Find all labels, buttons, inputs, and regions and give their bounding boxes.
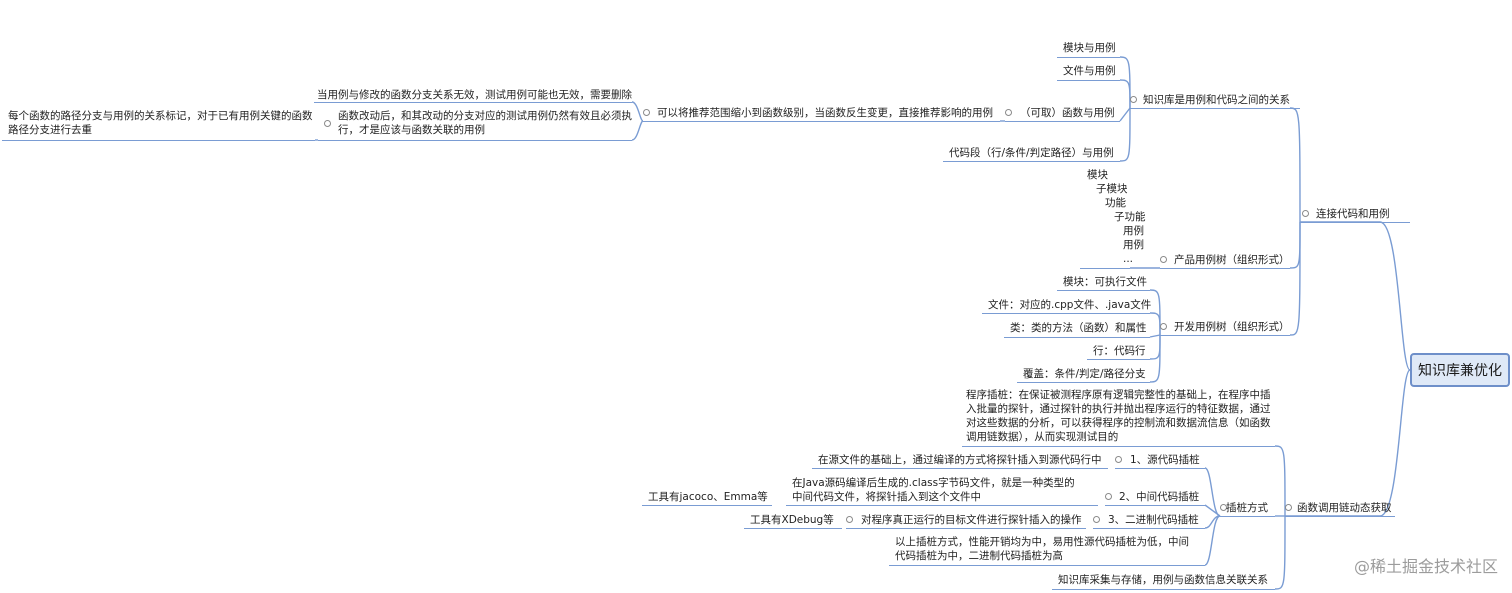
topic-underline — [1115, 468, 1205, 469]
topic-source-desc[interactable]: 在源文件的基础上，通过编译的方式将探针插入到源代码行中 — [818, 454, 1102, 466]
topic-source-instrumentation[interactable]: 1、源代码插桩 — [1130, 454, 1200, 466]
topic-underline — [1057, 80, 1120, 81]
topic-instrumentation-summary[interactable]: 以上插桩方式，性能开销均为中，易用性源代码插桩为低，中间代码插桩为中，二进制代码… — [895, 536, 1189, 562]
collapse-dot[interactable] — [1093, 516, 1100, 523]
topic-underline — [1105, 505, 1205, 506]
topic-underline — [846, 528, 1086, 529]
product-tree-line: 子功能 — [1114, 211, 1146, 223]
product-tree-line: 用例 — [1123, 225, 1144, 237]
topic-file-case[interactable]: 文件与用例 — [1063, 65, 1116, 77]
topic-underline — [2, 140, 315, 141]
topic-binary-instrumentation[interactable]: 3、二进制代码插桩 — [1108, 514, 1199, 526]
topic-code-segment-case[interactable]: 代码段（行/条件/判定路径）与用例 — [949, 147, 1114, 159]
collapse-dot[interactable] — [1160, 323, 1167, 330]
collapse-dot[interactable] — [1005, 109, 1012, 116]
product-tree-line: ... — [1123, 253, 1134, 265]
topic-dev-file[interactable]: 文件：对应的.cpp文件、.java文件 — [988, 299, 1152, 311]
topic-underline — [943, 161, 1120, 162]
collapse-dot[interactable] — [324, 120, 331, 127]
topic-intermediate-instrumentation[interactable]: 2、中间代码插桩 — [1119, 491, 1200, 503]
topic-underline — [1285, 516, 1395, 517]
collapse-dot[interactable] — [643, 109, 650, 116]
topic-instrumentation-methods[interactable]: 插桩方式 — [1226, 502, 1268, 514]
topic-kb-relation[interactable]: 知识库是用例和代码之间的关系 — [1143, 94, 1290, 106]
topic-underline — [1160, 335, 1290, 336]
collapse-dot[interactable] — [1302, 210, 1309, 217]
topic-valid-cases[interactable]: 函数改动后，和其改动的分支对应的测试用例仍然有效且必须执行，才是应该与函数关联的… — [338, 110, 632, 136]
topic-underline — [318, 140, 632, 141]
topic-dev-module[interactable]: 模块：可执行文件 — [1063, 276, 1147, 288]
topic-underline — [889, 565, 1205, 566]
topic-underline — [642, 505, 772, 506]
watermark: @稀土掘金技术社区 — [1353, 557, 1498, 576]
topic-underline — [1087, 359, 1150, 360]
product-tree-line: 功能 — [1105, 197, 1126, 209]
topic-underline — [1017, 382, 1150, 383]
collapse-dot[interactable] — [1160, 256, 1167, 263]
collapse-dot[interactable] — [1220, 504, 1227, 511]
collapse-dot[interactable] — [846, 516, 853, 523]
product-tree-line: 用例 — [1123, 239, 1144, 251]
topic-underline — [786, 505, 1098, 506]
topic-underline — [314, 102, 632, 103]
topic-dev-line[interactable]: 行：代码行 — [1093, 345, 1146, 357]
topic-dedup-branches[interactable]: 每个函数的路径分支与用例的关系标记，对于已有用例关键的函数路径分支进行去重 — [8, 110, 313, 136]
topic-underline — [1057, 290, 1150, 291]
product-tree-line: 模块 — [1087, 169, 1108, 181]
topic-underline — [1130, 108, 1300, 109]
topic-underline — [1093, 528, 1205, 529]
topic-function-case[interactable]: （可取）函数与用例 — [1020, 107, 1115, 119]
topic-instrumentation-intro[interactable]: 程序插桩：在保证被测程序原有逻辑完整性的基础上，在程序中插入批量的探针，通过探针… — [966, 389, 1271, 443]
topic-narrow-to-function[interactable]: 可以将推荐范围缩小到函数级别，当函数反生变更，直接推荐影响的用例 — [657, 107, 993, 119]
topic-kb-storage[interactable]: 知识库采集与存储，用例与函数信息关联关系 — [1058, 574, 1268, 586]
topic-intermediate-desc[interactable]: 在Java源码编译后生成的.class字节码文件，就是一种类型的中间代码文件，将… — [792, 477, 1075, 503]
topic-underline — [1057, 57, 1120, 58]
topic-underline — [1080, 268, 1130, 269]
topic-jacoco-tools[interactable]: 工具有jacoco、Emma等 — [648, 491, 768, 503]
product-tree-line: 子模块 — [1096, 183, 1128, 195]
topic-underline — [962, 446, 1275, 447]
topic-underline — [1300, 222, 1410, 223]
collapse-dot[interactable] — [1130, 96, 1137, 103]
topic-dev-coverage[interactable]: 覆盖：条件/判定/路径分支 — [1023, 368, 1146, 380]
topic-underline — [1220, 516, 1275, 517]
root-topic[interactable]: 知识库兼优化 — [1410, 353, 1510, 387]
topic-underline — [812, 468, 1108, 469]
topic-invalid-relation[interactable]: 当用例与修改的函数分支关系无效，测试用例可能也无效，需要删除 — [317, 89, 632, 101]
topic-underline — [1160, 268, 1290, 269]
topic-underline — [982, 313, 1150, 314]
collapse-dot[interactable] — [1115, 456, 1122, 463]
topic-dev-class[interactable]: 类：类的方法（函数）和属性 — [1010, 322, 1147, 334]
topic-underline — [744, 528, 842, 529]
topic-underline — [1004, 337, 1150, 338]
topic-binary-desc[interactable]: 对程序真正运行的目标文件进行探针插入的操作 — [861, 514, 1082, 526]
topic-connect-code-cases[interactable]: 连接代码和用例 — [1316, 208, 1390, 220]
topic-product-case-tree[interactable]: 产品用例树（组织形式） — [1174, 254, 1290, 266]
topic-underline — [643, 121, 1000, 122]
topic-dev-case-tree[interactable]: 开发用例树（组织形式） — [1174, 321, 1290, 333]
topic-module-case[interactable]: 模块与用例 — [1063, 42, 1116, 54]
collapse-dot[interactable] — [1285, 504, 1292, 511]
topic-underline — [1005, 121, 1120, 122]
topic-xdebug-tool[interactable]: 工具有XDebug等 — [750, 514, 834, 526]
root-topic-label: 知识库兼优化 — [1418, 363, 1502, 379]
topic-underline — [1052, 589, 1275, 590]
topic-call-chain[interactable]: 函数调用链动态获取 — [1297, 502, 1392, 514]
collapse-dot[interactable] — [1105, 493, 1112, 500]
